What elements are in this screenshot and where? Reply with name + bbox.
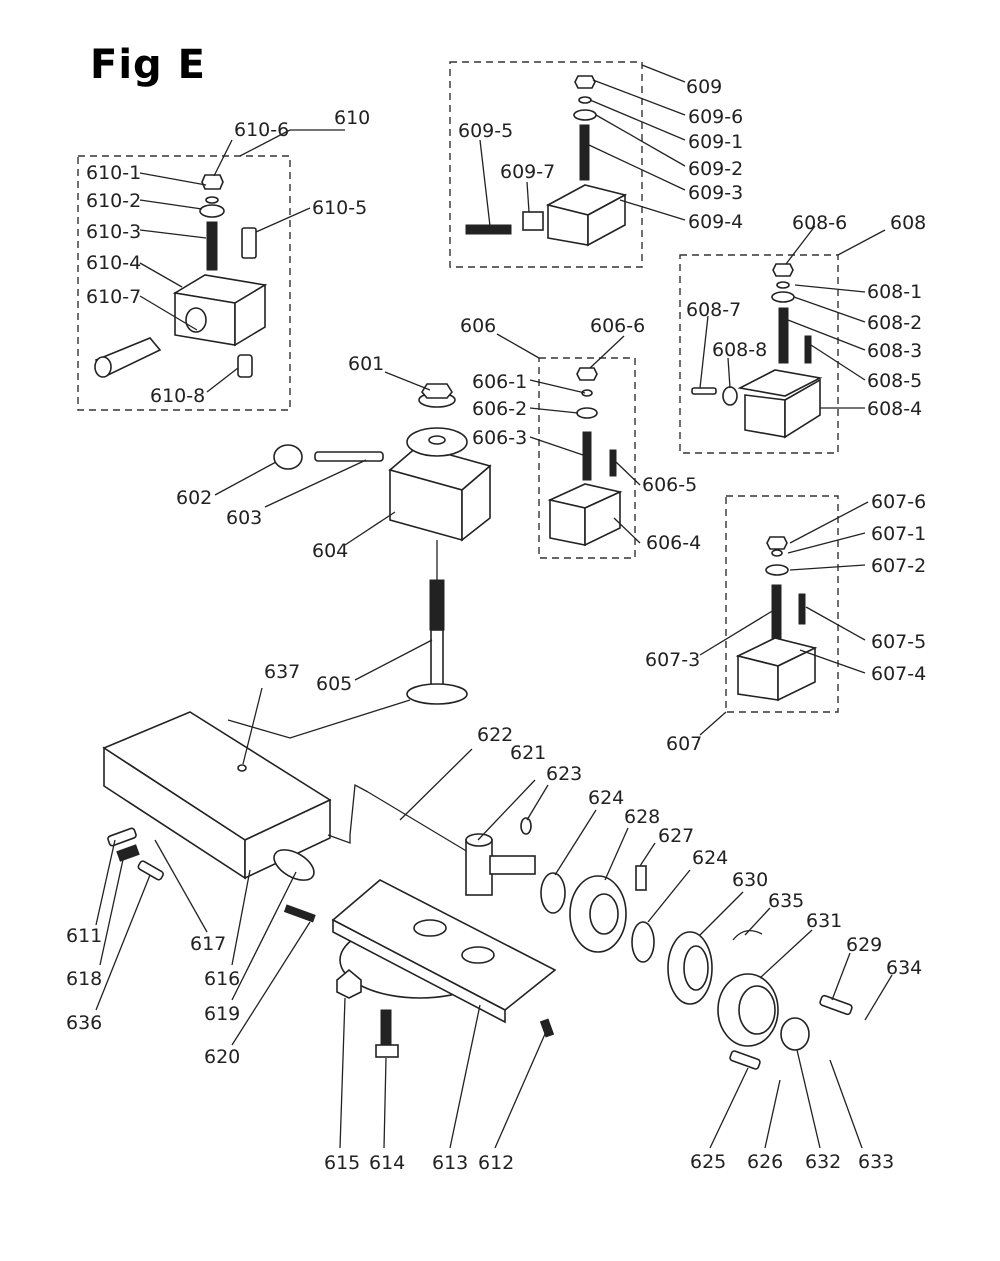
label-629: 629 [846,934,882,956]
label-605: 605 [316,673,352,695]
group-box-610 [77,155,291,411]
label-618: 618 [66,968,102,990]
label-610-7: 610-7 [86,286,141,308]
part-group-607 [735,536,818,702]
label-610-5: 610-5 [312,197,367,219]
label-607-5: 607-5 [871,631,926,653]
label-634: 634 [886,957,922,979]
label-607: 607 [666,733,702,755]
group-box-606 [538,357,636,559]
label-609-4: 609-4 [688,211,743,233]
label-606: 606 [460,315,496,337]
label-608-5: 608-5 [867,370,922,392]
label-610: 610 [334,107,370,129]
label-635: 635 [768,890,804,912]
group-box-607 [725,495,839,713]
label-624b: 624 [692,847,728,869]
label-608-1: 608-1 [867,281,922,303]
label-608-2: 608-2 [867,312,922,334]
lead-screw [367,791,536,896]
label-620: 620 [204,1046,240,1068]
label-608-6: 608-6 [792,212,847,234]
label-606-3: 606-3 [472,427,527,449]
label-610-3: 610-3 [86,221,141,243]
label-610-2: 610-2 [86,190,141,212]
label-608-4: 608-4 [867,398,922,420]
swivel-plate [331,879,557,1024]
figure-title: Fig E [90,42,206,88]
compound-slide-base [102,711,332,881]
label-602: 602 [176,487,212,509]
label-604: 604 [312,540,348,562]
label-631: 631 [806,910,842,932]
label-608-3: 608-3 [867,340,922,362]
label-612: 612 [478,1152,514,1174]
part-group-606 [547,367,623,547]
part-group-608 [691,263,823,439]
label-630: 630 [732,869,768,891]
label-628: 628 [624,806,660,828]
label-609: 609 [686,76,722,98]
label-608: 608 [890,212,926,234]
label-606-1: 606-1 [472,371,527,393]
label-611: 611 [66,925,102,947]
label-626: 626 [747,1151,783,1173]
label-609-2: 609-2 [688,158,743,180]
misc-screws [107,827,555,1058]
label-603: 603 [226,507,262,529]
label-619: 619 [204,1003,240,1025]
handwheel-dial-parts [520,817,853,1070]
label-622: 622 [477,724,513,746]
label-607-2: 607-2 [871,555,926,577]
label-627: 627 [658,825,694,847]
label-606-6: 606-6 [590,315,645,337]
label-616: 616 [204,968,240,990]
callout-labels: 610 610-6 610-1 610-2 610-5 610-3 610-4 … [66,76,926,1174]
group-box-609 [449,61,643,268]
part-group-610 [94,174,268,378]
label-621: 621 [510,742,546,764]
label-607-1: 607-1 [871,523,926,545]
label-610-6: 610-6 [234,119,289,141]
tool-post-assembly [273,383,492,705]
label-615: 615 [324,1152,360,1174]
label-614: 614 [369,1152,405,1174]
label-607-6: 607-6 [871,491,926,513]
part-group-609 [465,75,628,247]
label-623: 623 [546,763,582,785]
label-625: 625 [690,1151,726,1173]
label-610-4: 610-4 [86,252,141,274]
label-613: 613 [432,1152,468,1174]
label-608-7: 608-7 [686,299,741,321]
label-617: 617 [190,933,226,955]
label-609-6: 609-6 [688,106,743,128]
label-609-1: 609-1 [688,131,743,153]
label-607-3: 607-3 [645,649,700,671]
label-609-3: 609-3 [688,182,743,204]
label-609-5: 609-5 [458,120,513,142]
label-608-8: 608-8 [712,339,767,361]
label-632: 632 [805,1151,841,1173]
label-637: 637 [264,661,300,683]
label-601: 601 [348,353,384,375]
leader-lines [95,64,893,1149]
label-609-7: 609-7 [500,161,555,183]
label-633: 633 [858,1151,894,1173]
label-606-4: 606-4 [646,532,701,554]
label-610-8: 610-8 [150,385,205,407]
label-610-1: 610-1 [86,162,141,184]
label-606-5: 606-5 [642,474,697,496]
group-box-608 [679,254,839,454]
label-636: 636 [66,1012,102,1034]
label-607-4: 607-4 [871,663,926,685]
label-624a: 624 [588,787,624,809]
label-606-2: 606-2 [472,398,527,420]
